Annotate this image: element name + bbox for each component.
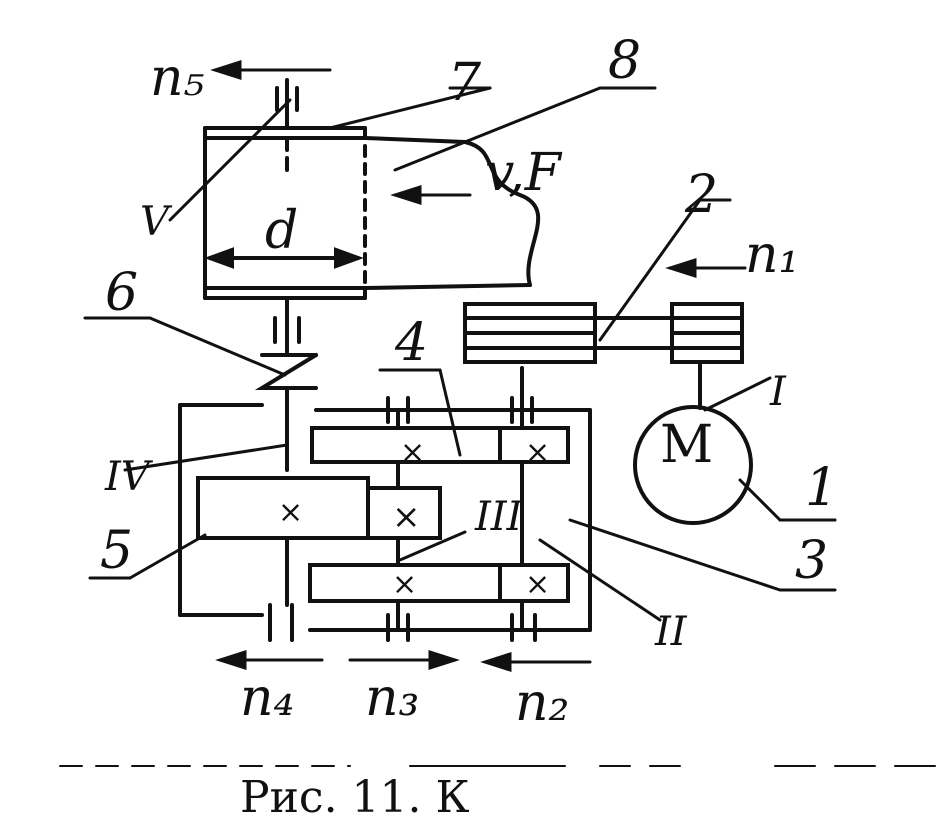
gearbox-shafts — [285, 366, 524, 632]
label-shaft-iv: IV — [104, 454, 154, 500]
diameter-dimension — [204, 247, 364, 269]
label-8: 8 — [608, 31, 641, 91]
label-4: 4 — [394, 313, 428, 373]
gear-mesh-mark: × — [278, 495, 303, 530]
gear-mesh-mark: × — [392, 497, 421, 537]
label-shaft-i: I — [769, 369, 787, 415]
label-5: 5 — [100, 521, 133, 581]
label-diameter: d — [265, 201, 298, 261]
gear-mesh-mark: × — [525, 435, 550, 470]
motor — [633, 405, 753, 525]
label-3: 3 — [795, 531, 828, 591]
label-2: 2 — [684, 165, 718, 225]
gear-mesh-mark: × — [392, 567, 417, 602]
label-shaft-v: V — [140, 199, 173, 245]
gear-mesh-mark: × — [525, 567, 550, 602]
gear-pair-lower — [308, 563, 570, 603]
coupling — [254, 353, 318, 472]
motor-symbol: M — [660, 415, 713, 475]
label-n5: n₅ — [150, 48, 204, 108]
gear-pair-middle — [196, 476, 442, 540]
label-7: 7 — [448, 53, 482, 113]
leader-lines — [83, 86, 837, 622]
label-shaft-iii: III — [474, 494, 524, 540]
gear-mesh-mark: × — [400, 435, 425, 470]
rotation-arrows — [210, 59, 747, 673]
label-n4: n₄ — [240, 668, 294, 728]
label-n2: n₂ — [515, 673, 569, 733]
label-shaft-ii: II — [654, 609, 688, 655]
labels: n₅ 7 8 V d v,F 2 n₁ 6 4 I IV 5 III M 1 3… — [100, 31, 838, 823]
belt-drive — [463, 302, 744, 410]
label-velocity-force: v,F — [485, 143, 563, 203]
figure-caption: Рис. 11. К — [240, 772, 470, 823]
label-n1: n₁ — [745, 225, 799, 285]
label-6: 6 — [105, 263, 138, 323]
gear-pair-upper — [310, 426, 570, 464]
gearbox-housing — [178, 396, 592, 642]
label-n3: n₃ — [365, 668, 419, 728]
label-1: 1 — [805, 458, 838, 518]
